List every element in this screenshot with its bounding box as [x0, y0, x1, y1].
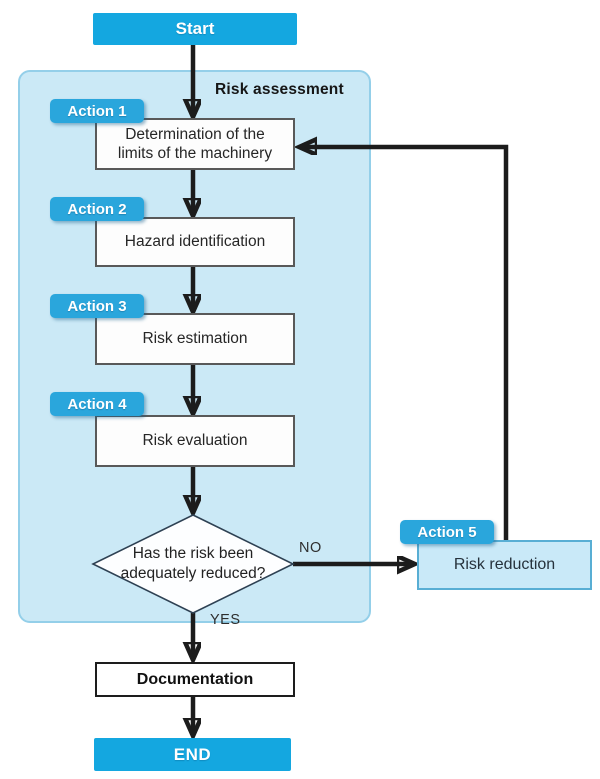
- action-4-badge: Action 4: [50, 392, 144, 416]
- start-node: Start: [93, 13, 297, 45]
- arrow-reduction-feedback-to-determination: [300, 147, 509, 540]
- action-2-badge: Action 2: [50, 197, 144, 221]
- decision-node: Has the risk been adequately reduced?: [103, 538, 283, 590]
- decision-line2: adequately reduced?: [120, 565, 266, 582]
- yes-edge-label: YES: [210, 612, 241, 628]
- action-3-badge: Action 3: [50, 294, 144, 318]
- documentation-node: Documentation: [95, 662, 295, 697]
- risk-reduction-node: Risk reduction: [417, 540, 592, 590]
- determination-line2: limits of the machinery: [117, 145, 273, 162]
- no-edge-label: NO: [299, 540, 322, 556]
- action-5-badge: Action 5: [400, 520, 494, 544]
- determination-line1: Determination of the: [125, 125, 265, 143]
- end-node: END: [94, 738, 291, 771]
- decision-line1: Has the risk been: [132, 544, 254, 562]
- action-1-badge: Action 1: [50, 99, 144, 123]
- risk-evaluation-node: Risk evaluation: [95, 415, 295, 467]
- panel-title: Risk assessment: [215, 81, 344, 98]
